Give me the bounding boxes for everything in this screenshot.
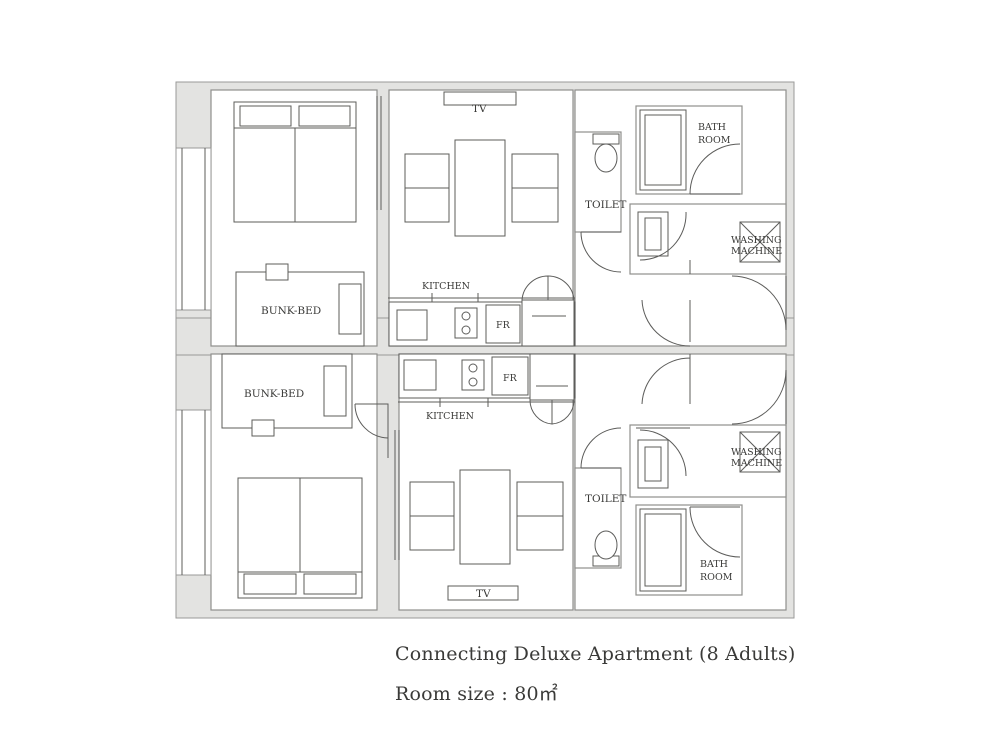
lower-sink xyxy=(637,439,669,489)
upper-bedroom-partition xyxy=(376,96,382,210)
upper-toilet-door xyxy=(580,231,622,273)
lower-closet xyxy=(529,353,575,425)
upper-bathtub xyxy=(639,109,687,191)
lower-washing-label-2: MACHINE xyxy=(731,458,782,469)
lower-bedroom-door xyxy=(354,403,389,458)
upper-entry-door xyxy=(641,299,691,347)
lower-bathtub xyxy=(639,508,687,592)
upper-washing-label-1: WASHING xyxy=(731,235,782,246)
lower-fridge-label: FR xyxy=(503,373,518,384)
upper-kitchen-label: KITCHEN xyxy=(422,281,470,292)
lower-bath-label-1: BATH xyxy=(700,559,728,570)
upper-bath-label-1: BATH xyxy=(698,122,726,133)
lower-double-bed xyxy=(237,477,363,599)
upper-bunk-bed-label: BUNK-BED xyxy=(261,305,321,317)
upper-fridge-label: FR xyxy=(496,320,511,331)
lower-bunk-bed-label: BUNK-BED xyxy=(244,388,304,400)
lower-tv-unit xyxy=(447,585,519,601)
lower-bath-label-2: ROOM xyxy=(700,572,733,583)
windows xyxy=(175,147,212,576)
upper-toilet-label: TOILET xyxy=(585,199,626,211)
upper-toilet xyxy=(592,133,620,173)
plan-title: Connecting Deluxe Apartment (8 Adults) xyxy=(395,643,796,665)
lower-bath-door xyxy=(689,506,741,558)
lower-washing-label-1: WASHING xyxy=(731,447,782,458)
lower-tv-label: TV xyxy=(476,588,491,600)
upper-toilet-room xyxy=(574,131,622,233)
upper-closet xyxy=(521,275,575,347)
lower-toilet xyxy=(592,530,620,567)
upper-bunk-bed xyxy=(235,263,365,347)
upper-washing-machine xyxy=(739,221,781,263)
lower-washing-machine xyxy=(739,431,781,473)
lower-living-partition xyxy=(394,430,400,560)
lower-kitchen-label: KITCHEN xyxy=(426,411,474,422)
upper-bath-label-2: ROOM xyxy=(698,135,731,146)
lower-toilet-door xyxy=(580,427,622,469)
lower-toilet-label: TOILET xyxy=(585,493,626,505)
lower-entry-door xyxy=(641,354,691,405)
upper-dining-set xyxy=(404,139,559,237)
upper-sink xyxy=(637,211,669,257)
lower-connecting-door xyxy=(731,369,787,425)
lower-wash-door xyxy=(636,427,690,477)
room-size: Room size : 80㎡ xyxy=(395,683,558,705)
upper-tv-label: TV xyxy=(472,103,487,115)
upper-washing-label-2: MACHINE xyxy=(731,246,782,257)
lower-bunk-bed xyxy=(221,353,353,437)
upper-wash-door xyxy=(639,211,691,274)
upper-connecting-door xyxy=(731,275,787,331)
upper-tv-unit xyxy=(443,91,517,106)
lower-dining-set xyxy=(409,469,564,565)
upper-bath-door xyxy=(689,143,741,195)
upper-double-bed xyxy=(233,101,357,223)
